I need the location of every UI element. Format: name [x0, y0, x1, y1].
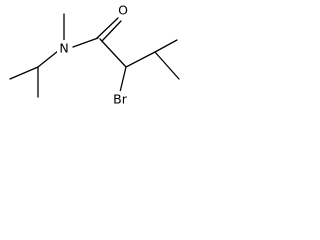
bromine-label-bg — [110, 91, 130, 106]
bromine-label: Br — [113, 92, 128, 107]
bond-carbonyl-double-1 — [96, 17, 119, 39]
nitrogen-label: N — [59, 41, 68, 56]
bond-n-carbonyl — [72, 37, 99, 48]
bond-group — [9, 13, 180, 98]
atom-label-group: O N Br — [57, 2, 130, 107]
bond-ch-lower-methyl — [154, 51, 180, 80]
molecule-structure-diagram: O N Br — [9, 2, 180, 107]
bond-n-isopropyl-ch — [37, 50, 59, 68]
bond-carbonyl-alpha — [99, 38, 127, 68]
oxygen-label-bg — [117, 2, 130, 17]
bond-isopropyl-left-methyl — [9, 66, 39, 80]
bond-alpha-bromine — [119, 66, 127, 93]
bond-ch-upper-methyl — [154, 39, 178, 53]
bond-alpha-ch — [125, 51, 156, 68]
nitrogen-label-bg — [57, 40, 71, 55]
oxygen-label: O — [118, 3, 128, 18]
bond-carbonyl-double-2 — [101, 20, 122, 42]
